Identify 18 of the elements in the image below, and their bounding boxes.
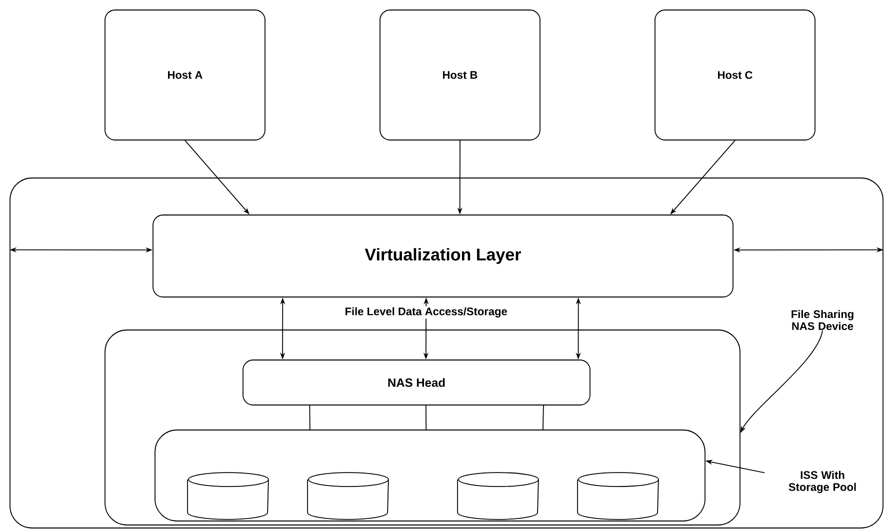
disk-cylinder (187, 472, 269, 520)
connector-line (542, 405, 544, 430)
edge-label: File Level Data Access/Storage (344, 306, 508, 318)
host-box: Host A (104, 10, 266, 140)
host-box: Host B (380, 10, 540, 140)
note-text: ISS With Storage Pool (788, 470, 856, 494)
disk-cylinder (577, 472, 659, 520)
note-text: File Sharing NAS Device (792, 310, 854, 330)
device-box (10, 178, 884, 528)
layer-box: Virtualization Layer (152, 214, 734, 298)
host-box: Host C (654, 10, 816, 140)
disk-cylinder (457, 472, 539, 520)
head-box: NAS Head (242, 360, 590, 406)
device-box (154, 430, 706, 522)
connector-line (309, 405, 310, 430)
device-box (104, 330, 740, 526)
disk-cylinder (307, 472, 389, 520)
connector-line (425, 405, 427, 430)
